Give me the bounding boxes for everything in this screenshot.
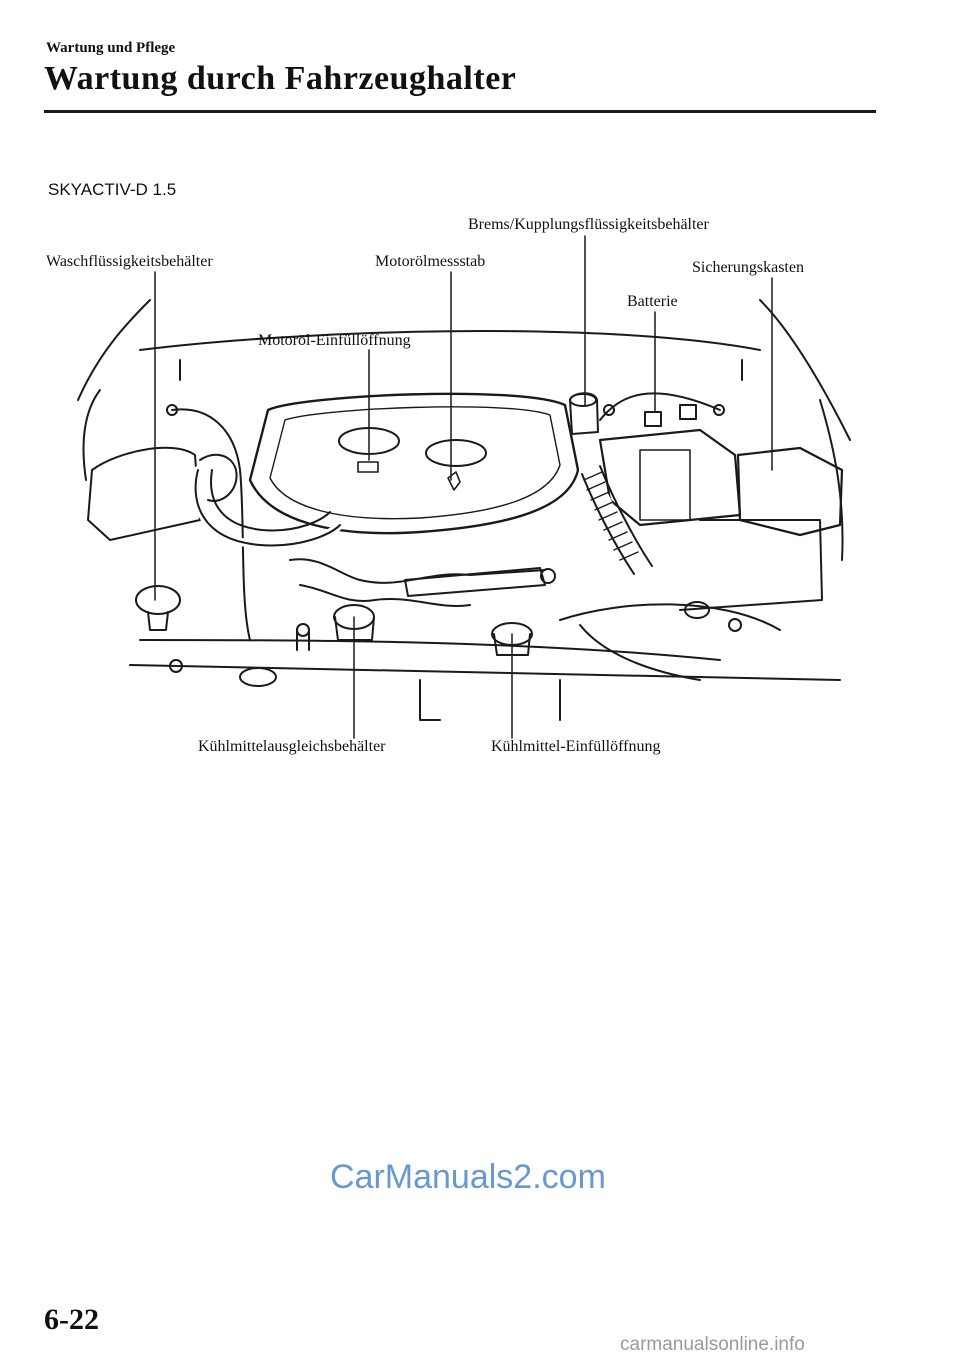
- label-dipstick: Motorölmessstab: [375, 253, 486, 270]
- page-number: 6-22: [44, 1303, 99, 1336]
- section-heading: Wartung und Pflege: [46, 40, 176, 56]
- label-battery: Batterie: [627, 293, 678, 310]
- label-coolant-filler: Kühlmittel-Einfüllöffnung: [491, 738, 661, 755]
- engine-model-label: SKYACTIV-D 1.5: [48, 180, 177, 199]
- title-rule: [44, 110, 876, 113]
- label-washer-reservoir: Waschflüssigkeitsbehälter: [46, 253, 213, 270]
- label-fuse-box: Sicherungskasten: [692, 259, 804, 276]
- site-watermark: carmanualsonline.info: [620, 1334, 805, 1355]
- page-title: Wartung durch Fahrzeughalter: [44, 60, 517, 97]
- label-oil-filler: Motoröl-Einfüllöffnung: [258, 332, 411, 349]
- engine-bay-diagram: [77, 235, 851, 739]
- label-coolant-reservoir: Kühlmittelausgleichsbehälter: [198, 738, 386, 755]
- watermark-text: CarManuals2.com: [330, 1158, 606, 1196]
- label-brake-clutch-reservoir: Brems/Kupplungsflüssigkeitsbehälter: [468, 216, 709, 233]
